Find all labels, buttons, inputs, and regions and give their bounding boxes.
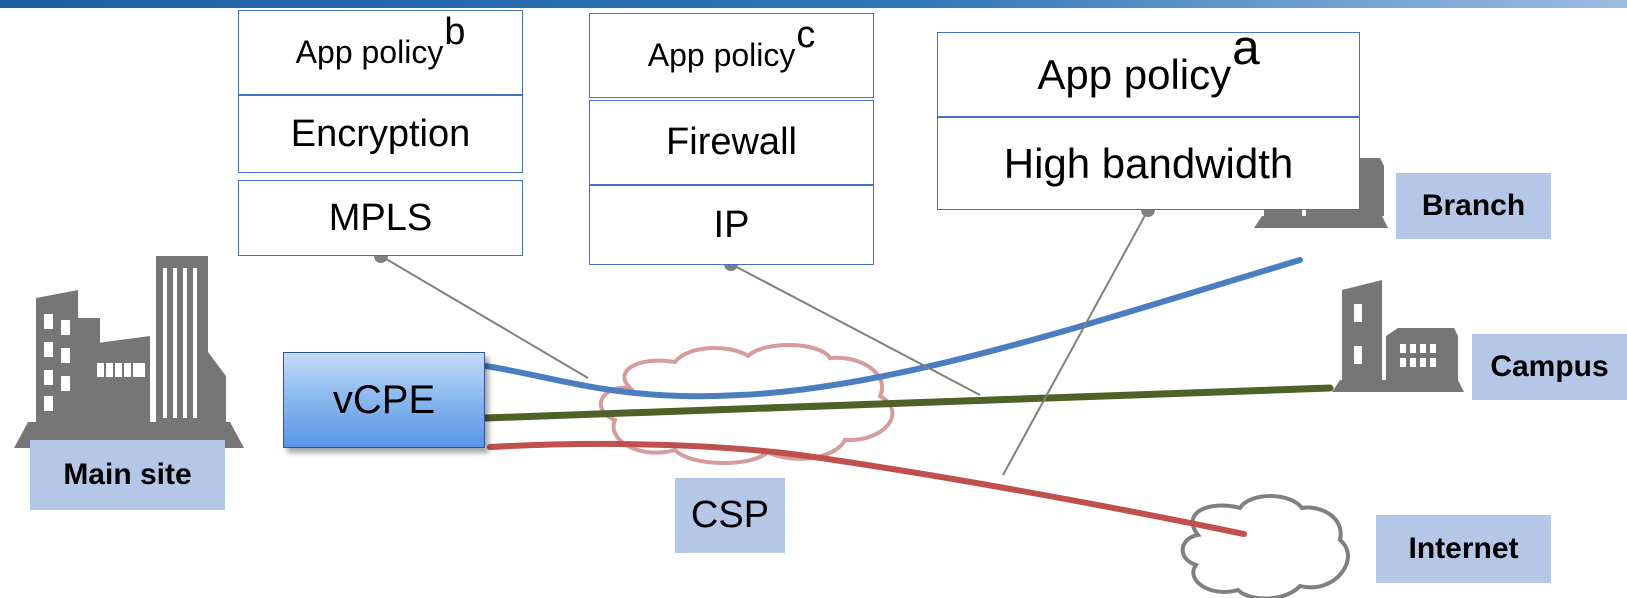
vcpe-label: vCPE <box>332 377 436 422</box>
csp-label: CSP <box>675 478 785 553</box>
app-policy-label: App policy <box>295 34 444 70</box>
app-policy-superscript: a <box>1232 19 1260 76</box>
firewall-cell: Firewall <box>589 100 874 185</box>
csp-text: CSP <box>690 494 770 536</box>
internet-label: Internet <box>1376 515 1551 583</box>
mpls-cell: MPLS <box>238 180 523 256</box>
app-policy-label: App policy <box>647 37 796 73</box>
csp-cloud-icon <box>598 343 895 466</box>
app-policy-label: App policy <box>1037 50 1232 98</box>
link-branch <box>483 257 1303 400</box>
branch-label: Branch <box>1396 173 1551 239</box>
internet-cloud-icon <box>1180 494 1350 598</box>
ip-cell: IP <box>589 185 874 265</box>
encryption-cell: Encryption <box>238 95 523 173</box>
campus-building-icon <box>1332 280 1464 392</box>
branch-text: Branch <box>1421 189 1526 222</box>
app-policy-superscript: b <box>444 10 466 53</box>
app-policy-superscript: c <box>796 13 816 56</box>
campus-text: Campus <box>1490 350 1609 383</box>
top-accent-bar <box>0 0 1627 8</box>
vcpe-box: vCPE <box>283 352 485 448</box>
link-internet <box>487 440 1247 537</box>
high-bandwidth-cell: High bandwidth <box>937 117 1360 210</box>
main-site-text: Main site <box>63 458 192 491</box>
main-site-building-icon <box>14 256 244 448</box>
high-bandwidth-label: High bandwidth <box>1003 139 1294 187</box>
ip-label: IP <box>713 203 750 246</box>
firewall-label: Firewall <box>666 121 797 163</box>
link-campus <box>482 384 1334 422</box>
mpls-label: MPLS <box>328 196 433 239</box>
campus-label: Campus <box>1472 334 1627 400</box>
encryption-label: Encryption <box>290 112 471 155</box>
internet-text: Internet <box>1408 532 1519 565</box>
main-site-label: Main site <box>30 440 225 510</box>
